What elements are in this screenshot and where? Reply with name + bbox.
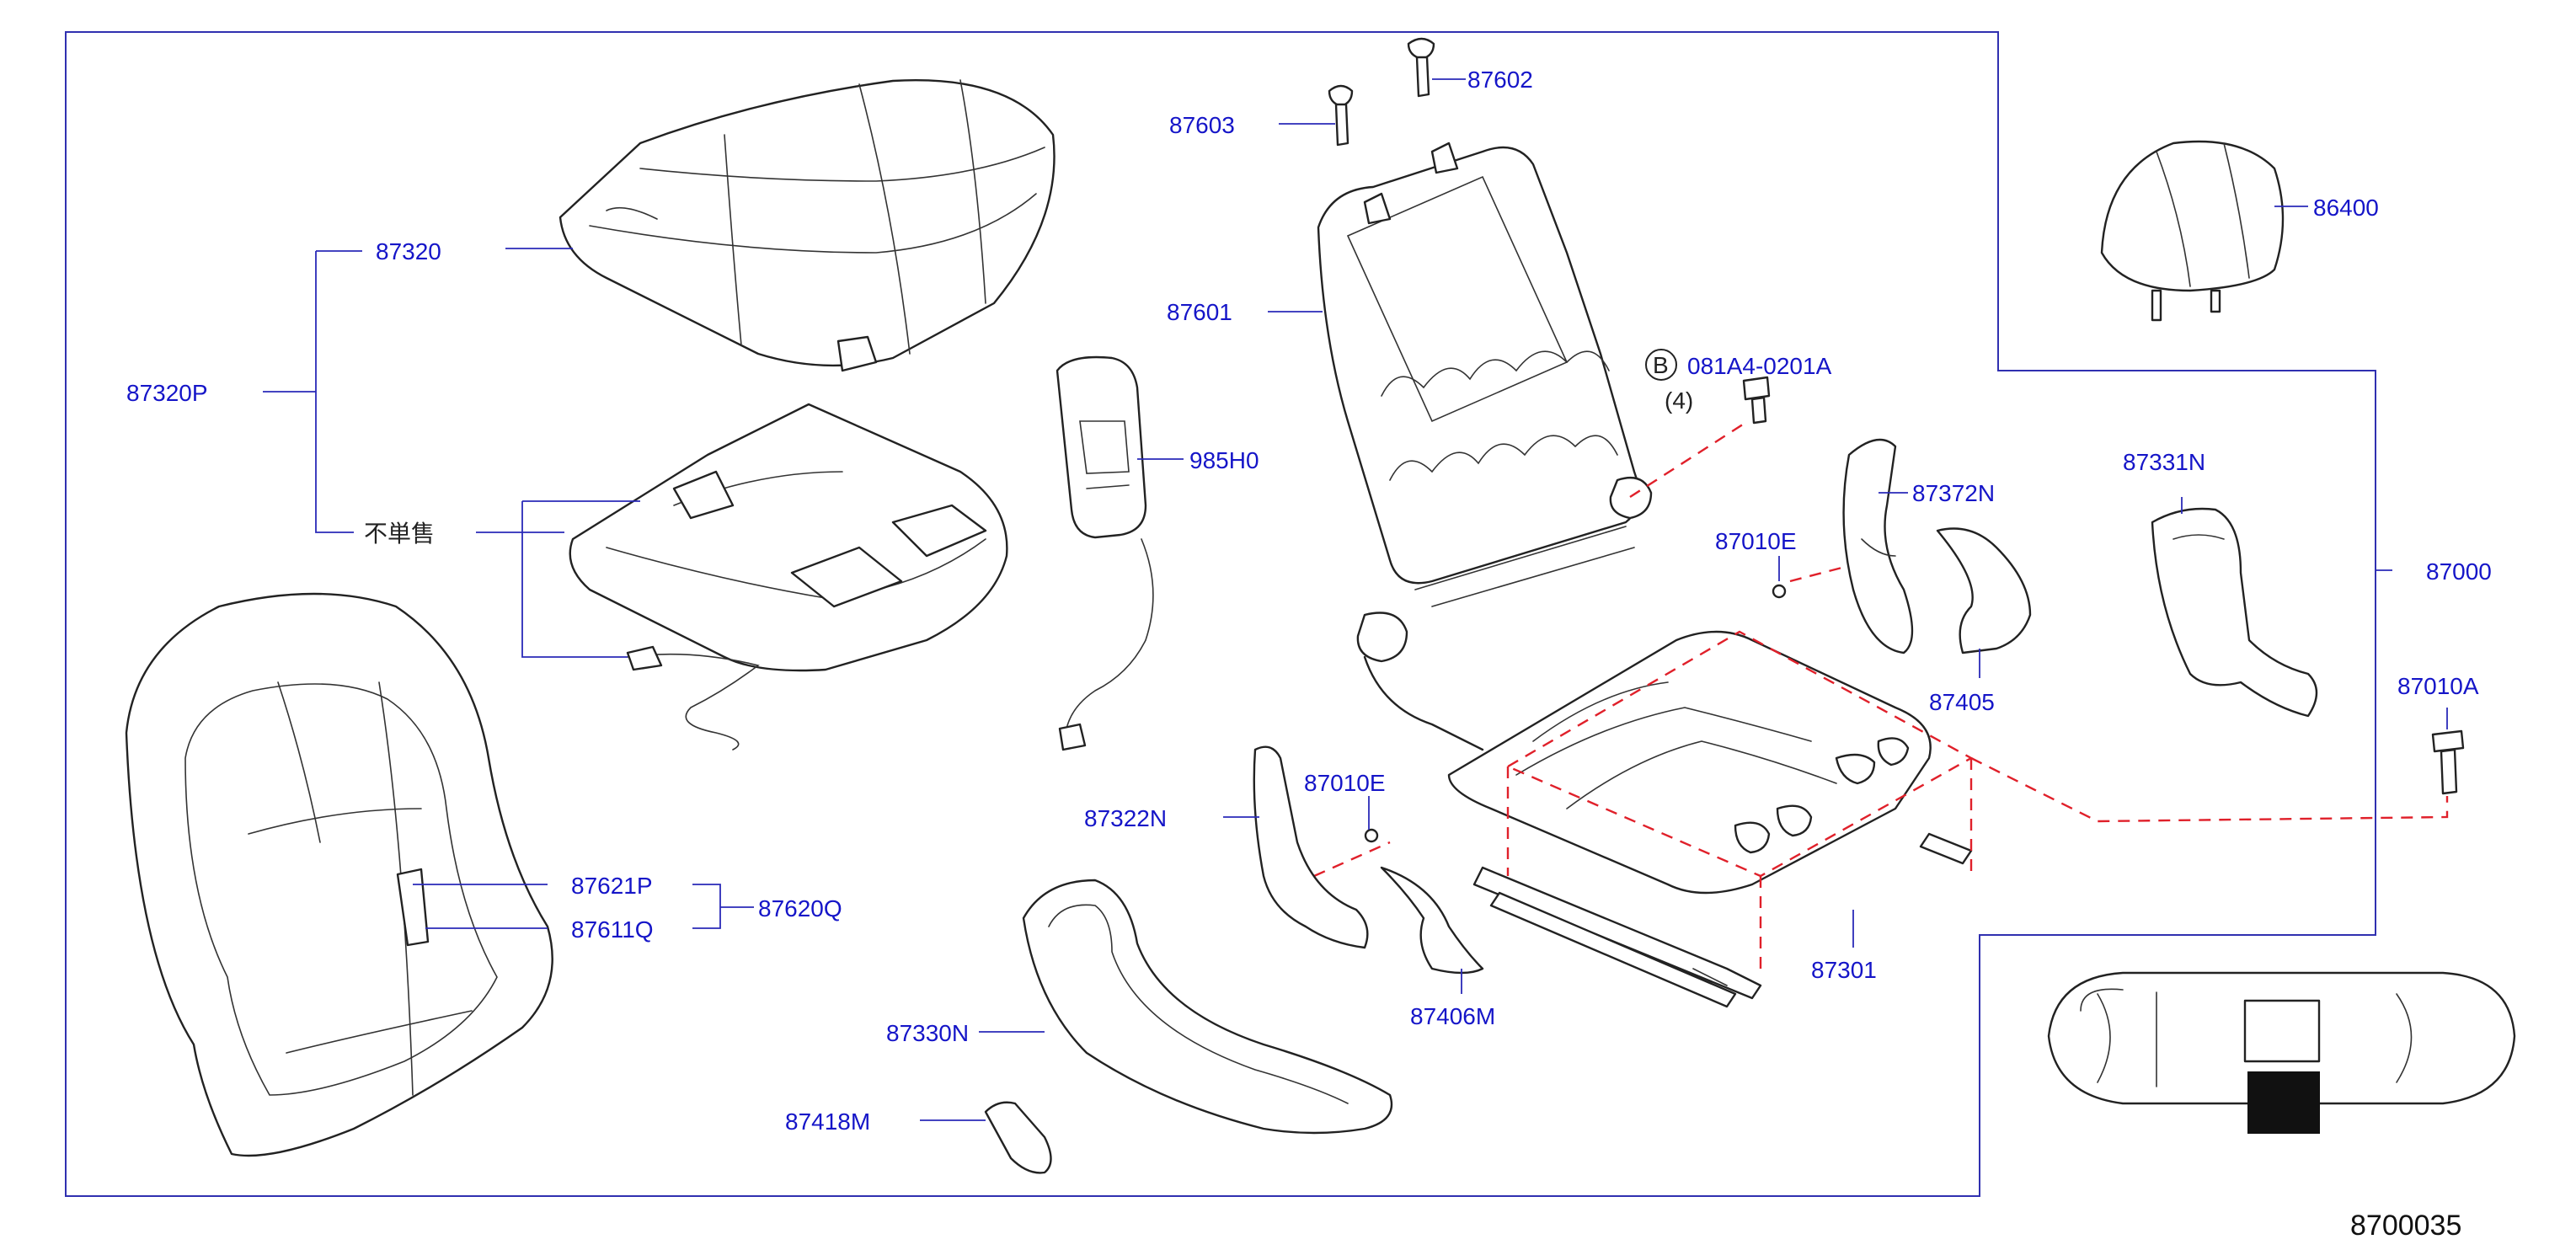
headrest-drawing: [2100, 140, 2285, 322]
label-87320p[interactable]: 87320P: [126, 380, 208, 406]
clip-87603-drawing: [1328, 84, 1354, 147]
label-87010a[interactable]: 87010A: [2397, 673, 2479, 699]
label-87330n[interactable]: 87330N: [886, 1020, 969, 1046]
label-985h0[interactable]: 985H0: [1189, 447, 1259, 473]
side-airbag-module-drawing: [1056, 355, 1154, 751]
bolt-qty: (4): [1665, 387, 1693, 414]
seat-cushion-pad-drawing: [569, 403, 1008, 751]
label-87603[interactable]: 87603: [1169, 112, 1235, 138]
label-87405[interactable]: 87405: [1929, 689, 1995, 715]
knob-87418m-drawing: [984, 1101, 1052, 1174]
label-87301[interactable]: 87301: [1811, 957, 1877, 983]
clip-87602-drawing: [1407, 37, 1435, 98]
label-87406m[interactable]: 87406M: [1410, 1003, 1495, 1029]
label-87418m[interactable]: 87418M: [785, 1108, 870, 1135]
seat-back-frame-drawing: [1317, 142, 1653, 751]
seat-back-cover-drawing: [125, 592, 553, 1157]
assembly-frame: [65, 31, 2376, 1197]
label-87320[interactable]: 87320: [376, 238, 441, 264]
label-87010e-upper[interactable]: 87010E: [1715, 528, 1797, 554]
bolt-marker-circle: [1645, 349, 1677, 381]
label-87611q[interactable]: 87611Q: [571, 916, 654, 943]
leader-lines: [263, 78, 2448, 1121]
diagram-code: 8700035: [2350, 1210, 2461, 1242]
bolt-87010a-drawing: [2431, 729, 2465, 795]
label-87010e-lower[interactable]: 87010E: [1304, 770, 1386, 796]
screw-87010e-upper-drawing: [1772, 584, 1787, 599]
label-081a4-0201a[interactable]: 081A4-0201A: [1687, 353, 1832, 379]
trim-87322n-drawing: [1253, 745, 1369, 949]
label-87621p[interactable]: 87621P: [571, 873, 653, 899]
bolt-081a4-drawing: [1742, 376, 1771, 425]
trim-87372n-drawing: [1842, 438, 1914, 654]
label-87620q[interactable]: 87620Q: [758, 895, 842, 921]
seat-cushion-cover-drawing: [558, 79, 1056, 372]
label-87602[interactable]: 87602: [1467, 67, 1533, 93]
vehicle-locator-drawing: [2047, 971, 2516, 1134]
label-87331n[interactable]: 87331N: [2123, 449, 2205, 475]
label-87601[interactable]: 87601: [1167, 299, 1232, 325]
trim-87406m-drawing: [1380, 866, 1484, 975]
seat-frame-track-drawing: [1447, 630, 1973, 1008]
seat-location-marker: [2247, 1071, 2320, 1134]
bolt-marker-letter: B: [1653, 352, 1669, 378]
screw-87010e-lower-drawing: [1364, 828, 1379, 843]
label-not-sold-separately: 不単售: [364, 521, 435, 547]
trim-87405-drawing: [1936, 527, 2032, 654]
side-shield-87330n-drawing: [1022, 879, 1393, 1135]
label-87322n[interactable]: 87322N: [1084, 805, 1167, 831]
trim-87331n-drawing: [2151, 507, 2318, 718]
label-86400[interactable]: 86400: [2313, 195, 2379, 221]
label-87372n[interactable]: 87372N: [1912, 480, 1995, 506]
label-87000[interactable]: 87000: [2426, 558, 2492, 585]
